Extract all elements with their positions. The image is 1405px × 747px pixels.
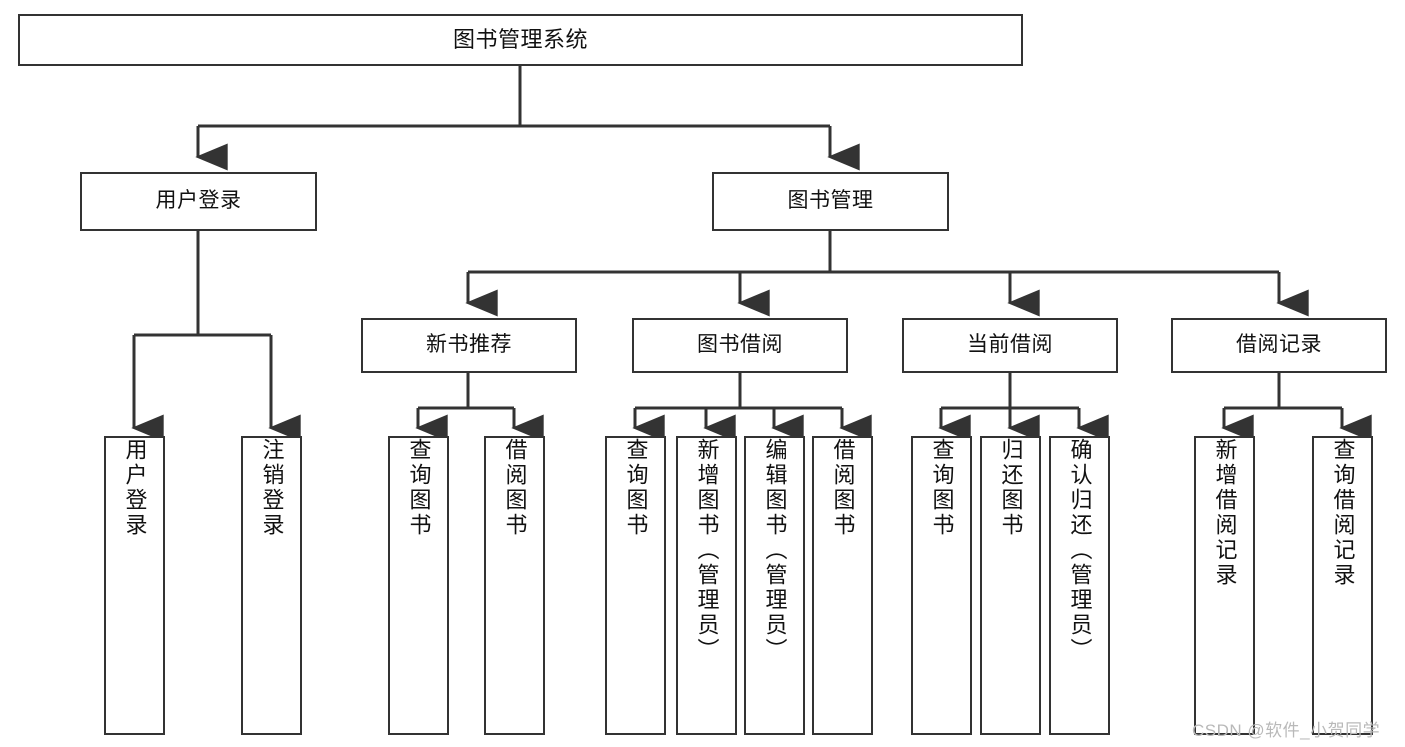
node-leaf-query-record-label: 查询借阅记录 xyxy=(1330,438,1356,588)
csdn-watermark: CSDN @软件_小贺同学 xyxy=(1192,721,1381,740)
node-leaf-edit-book[interactable]: 编辑图书（管理员） xyxy=(744,436,805,735)
node-book-borrow[interactable]: 图书借阅 xyxy=(632,318,848,373)
node-new-book-recommend-label: 新书推荐 xyxy=(426,333,512,357)
node-borrow-record-label: 借阅记录 xyxy=(1236,333,1322,357)
node-current-borrow-label: 当前借阅 xyxy=(967,333,1053,357)
node-root-label: 图书管理系统 xyxy=(452,27,588,53)
node-leaf-add-record-label: 新增借阅记录 xyxy=(1212,438,1238,588)
node-leaf-query-book-3-label: 查询图书 xyxy=(929,438,955,538)
node-leaf-user-login-label: 用户登录 xyxy=(122,438,148,538)
node-leaf-add-book[interactable]: 新增图书（管理员） xyxy=(676,436,737,735)
node-leaf-return-book[interactable]: 归还图书 xyxy=(980,436,1041,735)
node-leaf-borrow-book-2-label: 借阅图书 xyxy=(830,438,856,538)
node-leaf-query-book-1[interactable]: 查询图书 xyxy=(388,436,449,735)
node-leaf-user-login[interactable]: 用户登录 xyxy=(104,436,165,735)
node-leaf-return-book-label: 归还图书 xyxy=(998,438,1024,538)
node-book-management[interactable]: 图书管理 xyxy=(712,172,949,231)
node-leaf-query-book-2-label: 查询图书 xyxy=(623,438,649,538)
node-leaf-confirm-return-label: 确认归还（管理员） xyxy=(1067,438,1093,663)
node-current-borrow[interactable]: 当前借阅 xyxy=(902,318,1118,373)
node-leaf-query-record[interactable]: 查询借阅记录 xyxy=(1312,436,1373,735)
node-root[interactable]: 图书管理系统 xyxy=(18,14,1023,66)
node-leaf-borrow-book-1-label: 借阅图书 xyxy=(502,438,528,538)
node-leaf-query-book-3[interactable]: 查询图书 xyxy=(911,436,972,735)
node-leaf-query-book-1-label: 查询图书 xyxy=(406,438,432,538)
node-leaf-add-record[interactable]: 新增借阅记录 xyxy=(1194,436,1255,735)
node-borrow-record[interactable]: 借阅记录 xyxy=(1171,318,1387,373)
node-leaf-edit-book-label: 编辑图书（管理员） xyxy=(762,438,788,663)
node-user-login[interactable]: 用户登录 xyxy=(80,172,317,231)
node-user-login-label: 用户登录 xyxy=(155,189,242,213)
node-leaf-logout-login[interactable]: 注销登录 xyxy=(241,436,302,735)
node-leaf-logout-login-label: 注销登录 xyxy=(259,438,285,538)
node-leaf-query-book-2[interactable]: 查询图书 xyxy=(605,436,666,735)
node-leaf-borrow-book-2[interactable]: 借阅图书 xyxy=(812,436,873,735)
node-leaf-add-book-label: 新增图书（管理员） xyxy=(694,438,720,663)
node-leaf-confirm-return[interactable]: 确认归还（管理员） xyxy=(1049,436,1110,735)
node-book-management-label: 图书管理 xyxy=(787,189,874,213)
node-book-borrow-label: 图书借阅 xyxy=(697,333,783,357)
node-new-book-recommend[interactable]: 新书推荐 xyxy=(361,318,577,373)
node-leaf-borrow-book-1[interactable]: 借阅图书 xyxy=(484,436,545,735)
